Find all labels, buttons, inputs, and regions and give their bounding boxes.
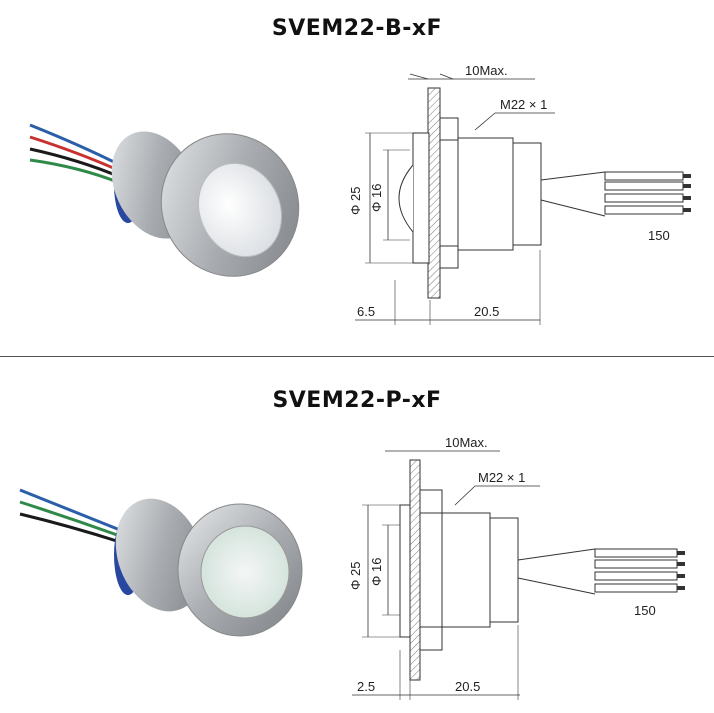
section-title-p: SVEM22-P-xF xyxy=(272,388,442,413)
front-length-label: 6.5 xyxy=(357,304,375,319)
front-length-label: 2.5 xyxy=(357,679,375,694)
technical-drawing-b: 10Max. 150 M22 × 1 Φ 25 Φ 16 6.5 20.5 xyxy=(348,63,691,325)
body-length-label: 20.5 xyxy=(474,304,499,319)
outer-diameter-label: Φ 25 xyxy=(348,187,363,215)
body-length-label: 20.5 xyxy=(455,679,480,694)
wire-length-label: 150 xyxy=(634,603,656,618)
thread-label: M22 × 1 xyxy=(478,470,525,485)
max-length-label: 10Max. xyxy=(465,63,508,78)
technical-drawing-p: 10Max. 150 M22 × 1 Φ 25 Φ 16 2.5 20.5 xyxy=(348,435,685,700)
section-title-b: SVEM22-B-xF xyxy=(271,16,443,41)
wire-length-label: 150 xyxy=(648,228,670,243)
wires-icon xyxy=(19,488,121,544)
thread-label: M22 × 1 xyxy=(500,97,547,112)
outer-diameter-label: Φ 25 xyxy=(348,562,363,590)
product-photo-p xyxy=(19,488,303,637)
max-length-label: 10Max. xyxy=(445,435,488,450)
inner-diameter-label: Φ 16 xyxy=(369,184,384,212)
product-photo-b xyxy=(29,123,300,277)
section-divider xyxy=(0,356,714,357)
inner-diameter-label: Φ 16 xyxy=(369,558,384,586)
